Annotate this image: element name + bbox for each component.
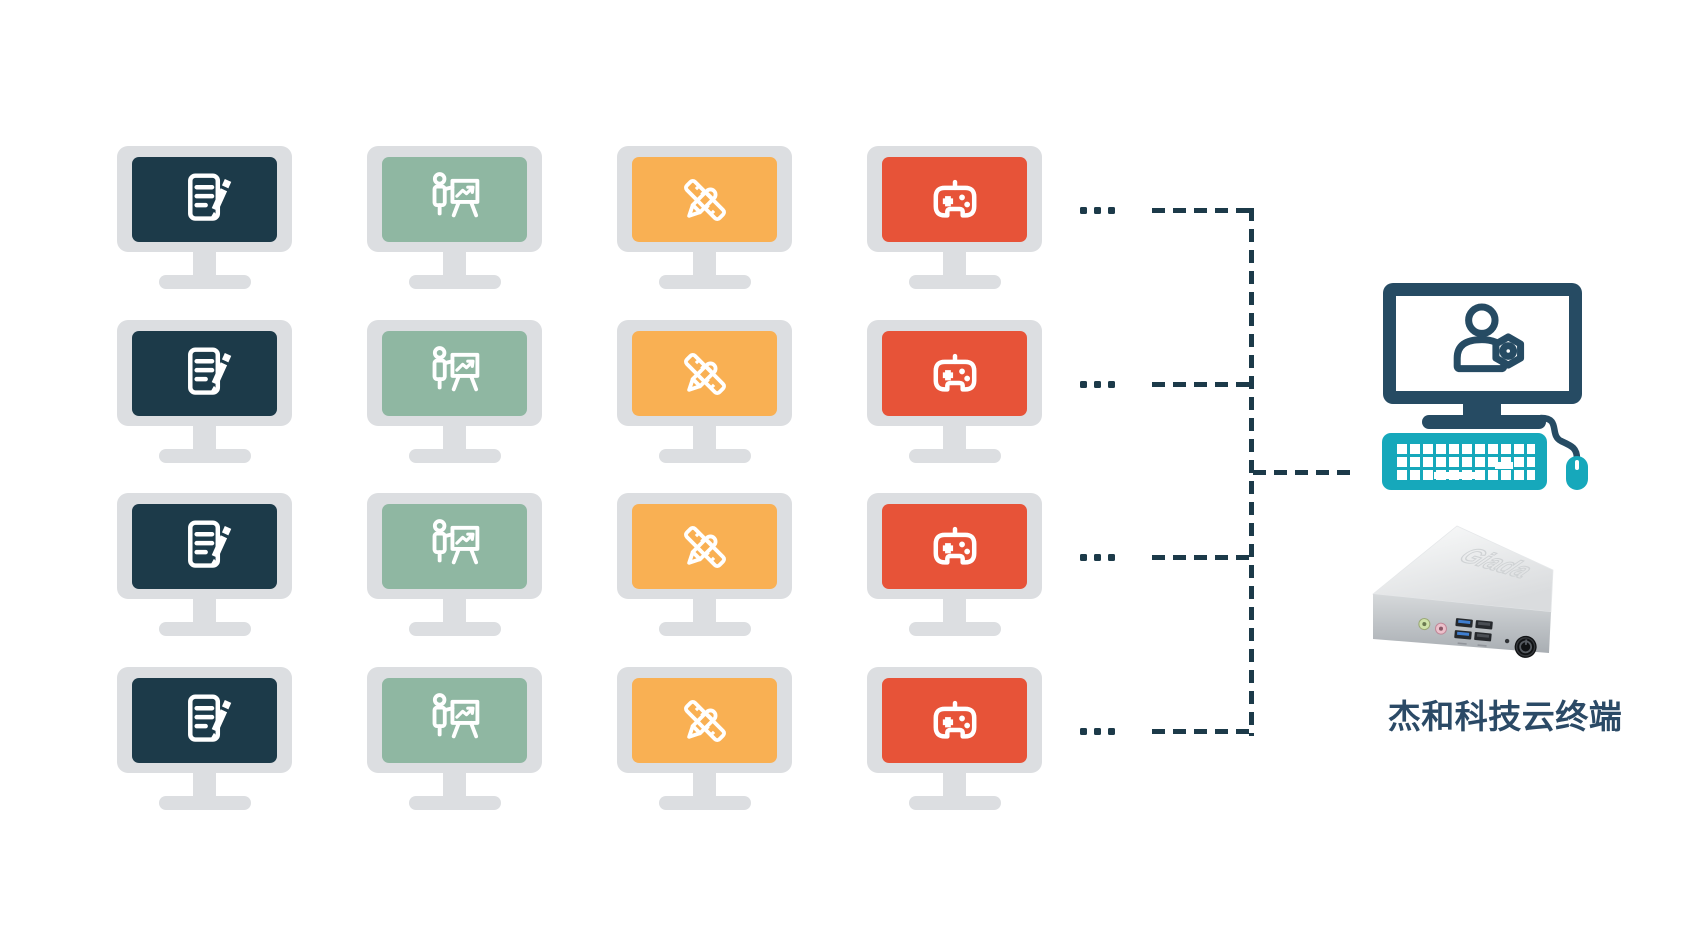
dashed-connector-row <box>1152 382 1252 387</box>
workstation-monitor-presentation <box>367 146 542 289</box>
monitor-stand <box>943 426 966 451</box>
monitor-stand <box>693 773 716 798</box>
workstation-monitor-design <box>617 320 792 463</box>
monitor-screen <box>632 331 777 416</box>
monitor-base <box>409 796 501 810</box>
monitor-base <box>659 275 751 289</box>
dashed-connector-to-host <box>1253 470 1355 475</box>
dashed-connector-row <box>1152 208 1252 213</box>
monitor-stand <box>943 599 966 624</box>
monitor-base <box>159 796 251 810</box>
monitor-base <box>159 275 251 289</box>
mouse <box>1566 456 1588 490</box>
workstation-monitor-presentation <box>367 667 542 810</box>
ellipsis-dots <box>1080 207 1115 214</box>
monitor-screen <box>882 331 1027 416</box>
workstation-monitor-gaming <box>867 146 1042 289</box>
monitor-screen <box>882 678 1027 763</box>
device-front-ports <box>1418 618 1537 658</box>
monitor-stand <box>443 599 466 624</box>
monitor-screen <box>632 504 777 589</box>
workstation-monitor-gaming <box>867 667 1042 810</box>
monitor-stand <box>193 599 216 624</box>
dashed-connector-trunk <box>1249 208 1254 736</box>
monitor-screen <box>632 678 777 763</box>
monitor-screen <box>382 504 527 589</box>
monitor-base <box>659 449 751 463</box>
monitor-screen <box>132 157 277 242</box>
monitor-stand <box>693 426 716 451</box>
monitor-stand <box>693 599 716 624</box>
monitor-stand <box>943 252 966 277</box>
monitor-stand <box>193 773 216 798</box>
mouse-cable <box>1537 414 1581 463</box>
monitor-stand <box>193 426 216 451</box>
monitor-screen <box>382 678 527 763</box>
workstation-monitor-documents <box>117 493 292 636</box>
monitor-screen <box>132 678 277 763</box>
workstation-monitor-design <box>617 493 792 636</box>
workstation-monitor-design <box>617 146 792 289</box>
user-settings-icon <box>1438 300 1538 388</box>
dashed-connector-row <box>1152 555 1252 560</box>
workstation-monitor-design <box>617 667 792 810</box>
monitor-screen <box>882 157 1027 242</box>
usb-ports <box>1454 618 1493 647</box>
monitor-base <box>409 449 501 463</box>
mini-pc-device: Giada <box>1371 525 1554 658</box>
workstation-monitor-presentation <box>367 493 542 636</box>
reset-pinhole <box>1504 638 1510 644</box>
workstation-monitor-documents <box>117 667 292 810</box>
monitor-base <box>659 796 751 810</box>
ellipsis-dots <box>1080 728 1115 735</box>
host-monitor <box>1383 283 1582 404</box>
audio-jack-hole <box>1422 622 1427 627</box>
monitor-stand <box>443 252 466 277</box>
monitor-base <box>159 622 251 636</box>
monitor-stand <box>443 773 466 798</box>
workstation-monitor-gaming <box>867 320 1042 463</box>
monitor-stand <box>693 252 716 277</box>
monitor-screen <box>632 157 777 242</box>
workstation-monitor-documents <box>117 146 292 289</box>
power-button <box>1514 635 1537 658</box>
monitor-screen <box>382 157 527 242</box>
workstation-monitor-documents <box>117 320 292 463</box>
keyboard-enter-key <box>1495 462 1513 469</box>
keyboard <box>1382 433 1547 490</box>
monitor-screen <box>382 331 527 416</box>
monitor-base <box>409 622 501 636</box>
monitor-base <box>409 275 501 289</box>
monitor-stand <box>193 252 216 277</box>
mouse-wheel <box>1575 460 1579 470</box>
monitor-screen <box>132 504 277 589</box>
workstation-monitor-gaming <box>867 493 1042 636</box>
monitor-screen <box>132 331 277 416</box>
workstation-monitor-presentation <box>367 320 542 463</box>
monitor-base <box>909 622 1001 636</box>
host-monitor-stand <box>1463 402 1501 418</box>
monitor-stand <box>943 773 966 798</box>
monitor-base <box>909 796 1001 810</box>
monitor-base <box>659 622 751 636</box>
dashed-connector-row <box>1152 729 1252 734</box>
host-monitor-base <box>1422 415 1546 429</box>
ellipsis-dots <box>1080 554 1115 561</box>
monitor-base <box>159 449 251 463</box>
monitor-stand <box>443 426 466 451</box>
mic-jack-hole <box>1438 626 1443 631</box>
monitor-base <box>909 449 1001 463</box>
device-caption: 杰和科技云终端 <box>1387 698 1623 735</box>
monitor-screen <box>882 504 1027 589</box>
ellipsis-dots <box>1080 381 1115 388</box>
keyboard-spacebar <box>1434 472 1484 479</box>
monitor-base <box>909 275 1001 289</box>
